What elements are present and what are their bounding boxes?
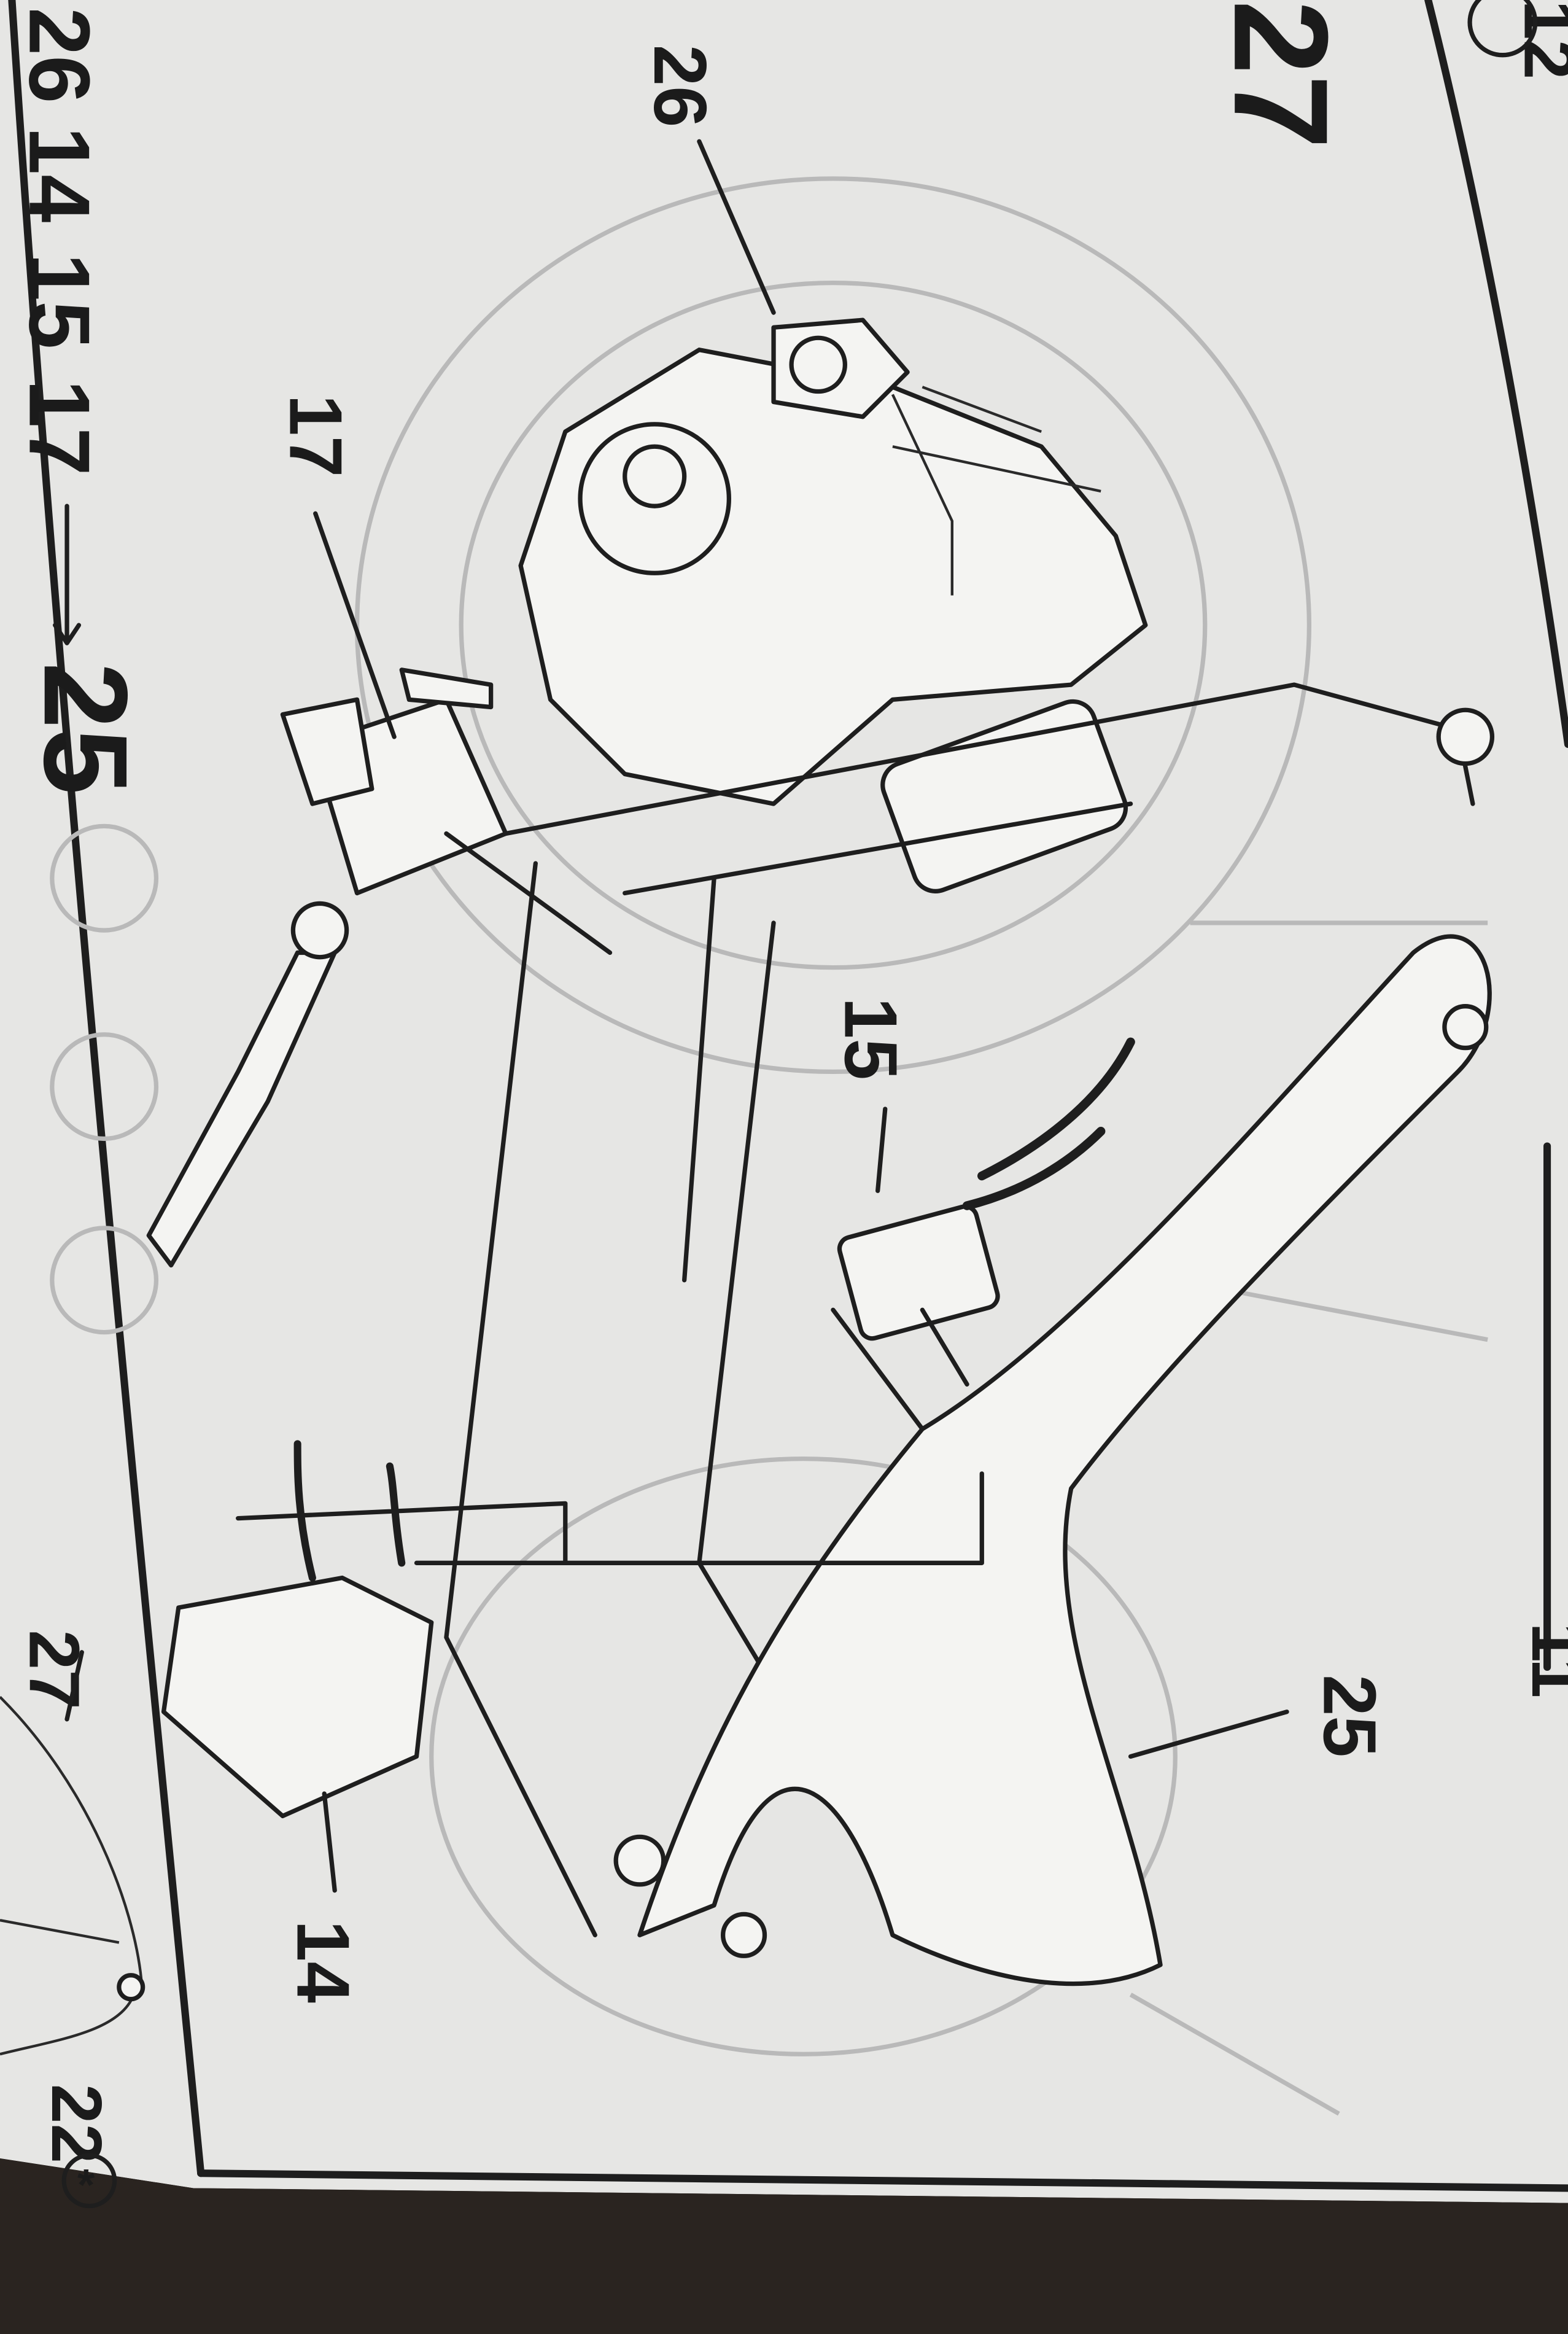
leader-26: [697, 139, 776, 315]
previous-step-leader: [64, 1650, 84, 1722]
callout-25: 25: [1308, 1675, 1392, 1757]
oil-tank-part: [161, 1440, 984, 1819]
previous-step-hole: [117, 1973, 146, 2002]
frame-part: [444, 682, 1495, 1986]
sequence-part-14: 14: [11, 126, 107, 222]
battery-part: [831, 1037, 1135, 1431]
leader-25: [1128, 1710, 1289, 1759]
assembly-sequence: 26 14 15 17 → 25: [11, 7, 152, 795]
arrow-icon: [53, 504, 82, 645]
asterisk-circle-icon: [61, 2153, 117, 2209]
lower-shadow: [0, 2158, 1568, 2334]
leader-17: [313, 511, 397, 739]
kickstand-part: [146, 667, 716, 1283]
sequence-part-15: 15: [11, 253, 107, 349]
callout-26: 26: [638, 45, 722, 128]
sequence-part-17: 17: [11, 379, 107, 475]
sequence-part-26: 26: [11, 7, 107, 103]
asterisk-symbol: *: [77, 2160, 95, 2210]
neighbor-step-top: 12: [1510, 0, 1568, 79]
leader-14: [322, 1791, 337, 1893]
callout-14: 14: [282, 1920, 365, 2003]
previous-step-part: [0, 1695, 143, 2056]
leader-15: [875, 1107, 888, 1193]
circle-icon: [1467, 0, 1538, 58]
sequence-target: 25: [19, 663, 152, 795]
step-border-bottom: [197, 2169, 1568, 2192]
neighbor-step-middle: 11: [1517, 1622, 1568, 1698]
previous-step-part-number: 22: [37, 2084, 117, 2163]
callout-17: 17: [274, 394, 358, 477]
step-number: 27: [1206, 0, 1355, 149]
previous-step-label: 27: [14, 1630, 94, 1709]
step-border-left: [8, 0, 205, 2177]
step-border-right: [1424, 0, 1568, 749]
callout-15: 15: [829, 997, 912, 1080]
